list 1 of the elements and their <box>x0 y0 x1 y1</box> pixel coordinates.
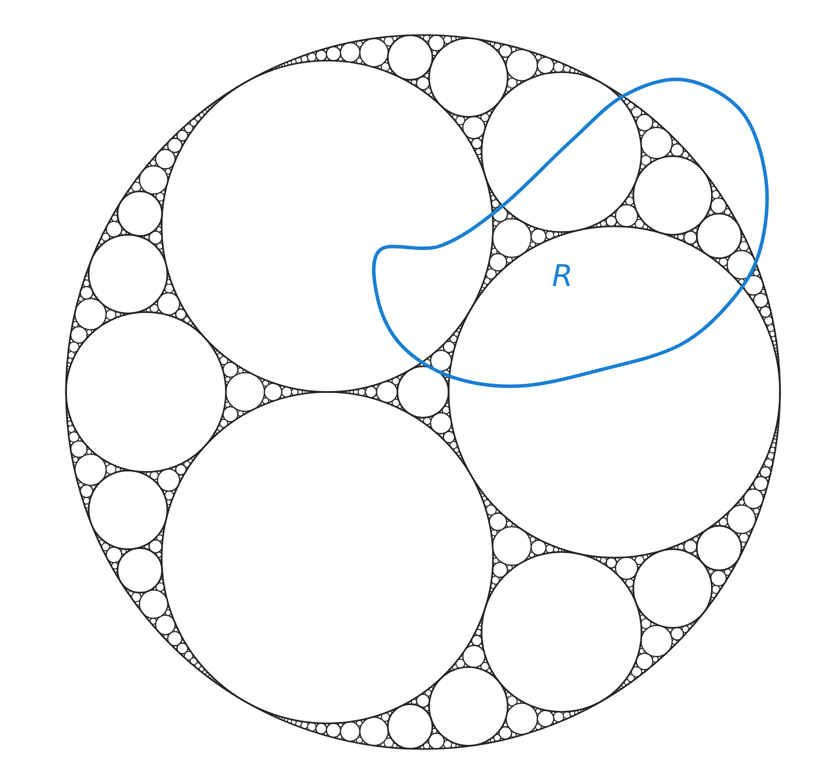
region-label: R <box>552 262 573 292</box>
